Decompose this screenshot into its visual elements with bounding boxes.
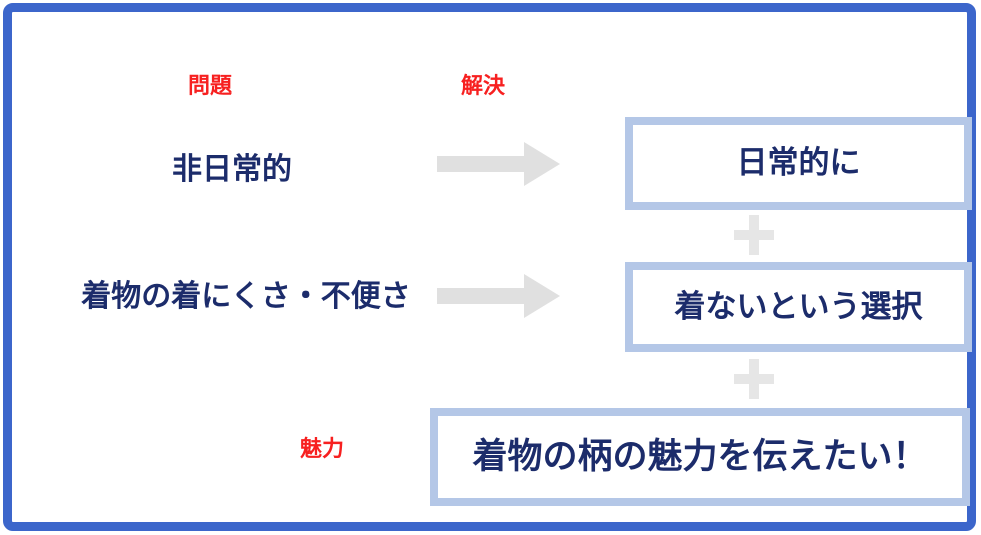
conclusion-text: 着物の柄の魅力を伝えたい！ — [472, 436, 928, 477]
solution-box-2: 着ないという選択 — [625, 262, 972, 352]
bottom-label-appeal: 魅力 — [300, 437, 345, 462]
plus-icon — [734, 215, 774, 255]
diagram-frame: 問題 解決 非日常的 日常的に 着物の着にくさ・不便さ 着ないという選択 魅力 — [3, 3, 976, 531]
column-label-solution: 解決 — [461, 74, 506, 99]
plus-icon — [734, 359, 774, 399]
right-arrow-icon — [437, 274, 560, 318]
solution-text-1: 日常的に — [736, 145, 861, 181]
right-arrow-icon — [437, 142, 560, 186]
conclusion-box: 着物の柄の魅力を伝えたい！ — [430, 408, 970, 506]
problem-text-1: 非日常的 — [172, 152, 292, 187]
solution-text-2: 着ないという選択 — [674, 288, 923, 325]
solution-box-1: 日常的に — [625, 117, 972, 210]
column-label-problem: 問題 — [188, 74, 233, 99]
problem-text-2: 着物の着にくさ・不便さ — [81, 279, 411, 314]
